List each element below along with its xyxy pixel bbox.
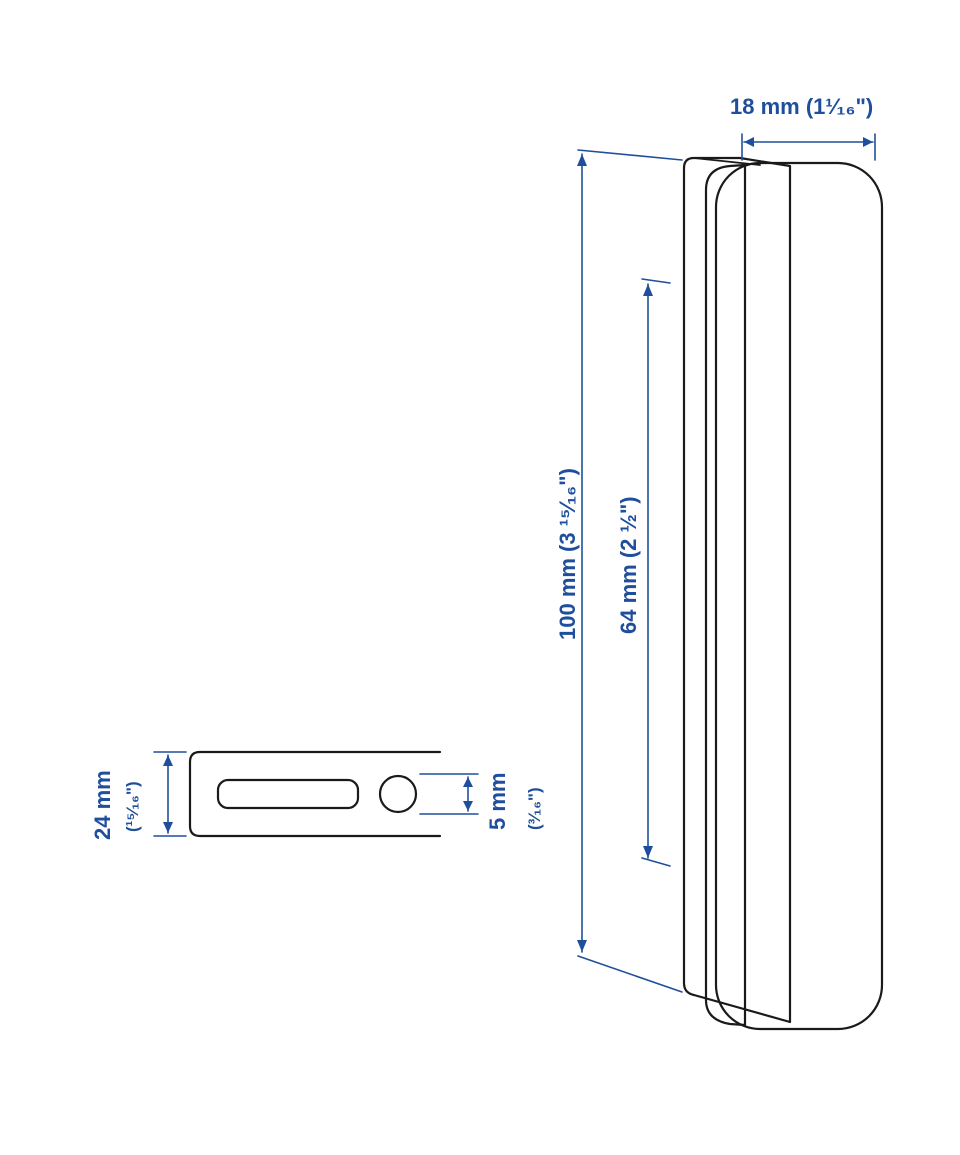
- screw-hole: [378, 774, 418, 814]
- handle-top-edge: [693, 157, 761, 166]
- hole-diameter-dimension: 5 mm (³⁄₁₆"): [419, 773, 544, 830]
- hole-spacing-dimension: 64 mm (2 ½"): [616, 278, 671, 867]
- end-view-outline: [188, 750, 442, 838]
- mounting-slot: [216, 778, 360, 810]
- length-dimension: 100 mm (3 ¹⁵⁄₁₆"): [555, 149, 683, 993]
- hole-label-mm: 5 mm: [485, 773, 510, 830]
- width-label-mm: 24 mm: [90, 770, 115, 840]
- depth-dimension: 18 mm (1¹⁄₁₆"): [730, 94, 876, 161]
- width-dimension: 24 mm (¹⁵⁄₁₆"): [90, 751, 187, 840]
- handle-front-face: [714, 161, 884, 1031]
- hole-label-inch: (³⁄₁₆"): [525, 787, 544, 830]
- hole-spacing-label: 64 mm (2 ½"): [616, 496, 641, 634]
- handle-drawing: [682, 156, 884, 1031]
- end-view-drawing: [188, 750, 442, 838]
- length-label: 100 mm (3 ¹⁵⁄₁₆"): [555, 468, 580, 640]
- width-label-inch: (¹⁵⁄₁₆"): [123, 781, 142, 832]
- handle-back-plate: [682, 156, 792, 1024]
- handle-side-edge: [704, 163, 747, 1027]
- depth-label: 18 mm (1¹⁄₁₆"): [730, 94, 873, 119]
